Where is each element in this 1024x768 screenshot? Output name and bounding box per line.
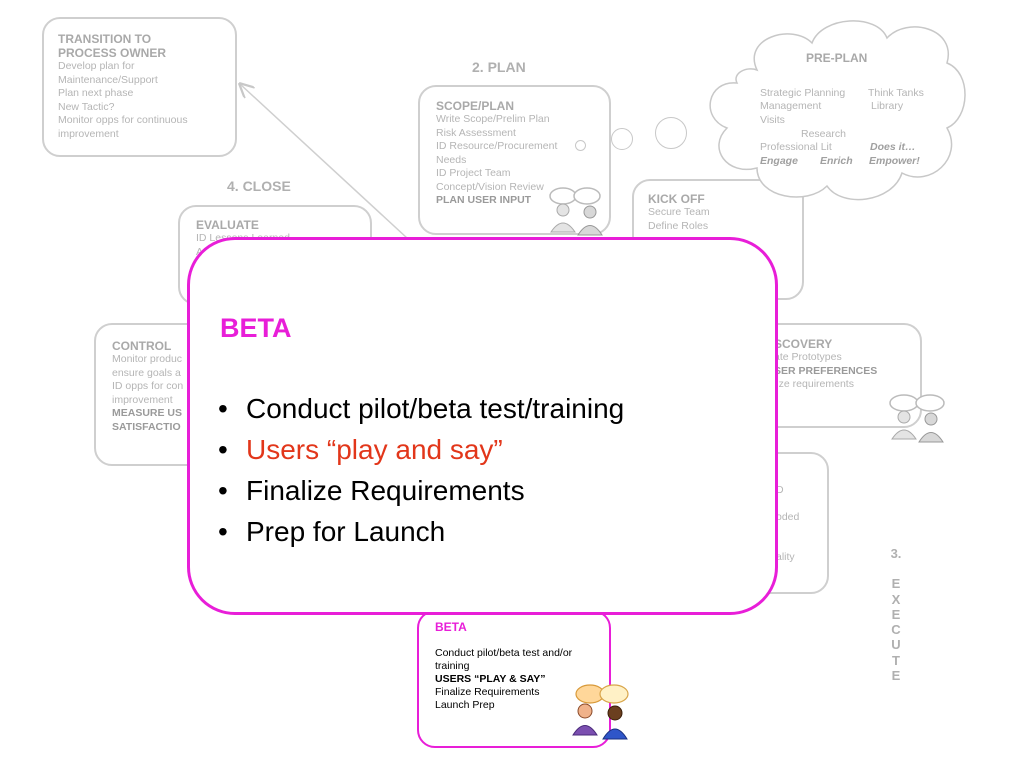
users-icon (549, 187, 603, 236)
execute-letter: E (891, 606, 901, 622)
popup-title: BETA (220, 313, 292, 343)
scope-plan-item: ID Resource/Procurement (436, 140, 558, 152)
build-item: D (776, 484, 784, 496)
transition-item: improvement (58, 127, 119, 140)
pre-plan-title: PRE-PLAN (806, 51, 868, 65)
control-emphasis: MEASURE US (112, 407, 183, 419)
users-icon (889, 394, 945, 443)
thought-bubble-large (655, 117, 687, 149)
pre-plan-item: Professional Lit (760, 141, 832, 153)
transition-title-2: PROCESS OWNER (58, 46, 167, 60)
phase-label-close: 4. CLOSE (227, 178, 291, 194)
beta-card-title: BETA (435, 620, 467, 634)
control-title: CONTROL (112, 339, 172, 353)
execute-letter: E (891, 576, 901, 592)
execute-letter: U (891, 637, 901, 653)
popup-bullet-highlight: •Users “play and say” (218, 434, 503, 465)
kick-off-item: Define Roles (648, 219, 709, 232)
execute-letter: X (891, 591, 901, 607)
thought-bubble-medium (611, 128, 633, 150)
pre-plan-tagline: Enrich (820, 155, 853, 167)
arrow-to-transition (240, 84, 421, 251)
popup-bullet: •Finalize Requirements (218, 475, 525, 506)
popup-bullet: •Conduct pilot/beta test/training (218, 393, 625, 424)
phase-label-execute: 3. E X E C U T E (884, 546, 908, 683)
pre-plan-item: Strategic Planning (760, 87, 846, 99)
evaluate-title: EVALUATE (196, 218, 259, 232)
beta-popup: BETA •Conduct pilot/beta test/training •… (187, 237, 778, 615)
phase-label-plan: 2. PLAN (472, 59, 526, 75)
pre-plan-item: Visits (760, 114, 785, 126)
discovery-emphasis: SER PREFERENCES (774, 364, 878, 377)
control-item: ensure goals a (112, 366, 181, 379)
control-item: Monitor produc (112, 353, 183, 365)
control-item: ID opps for con (112, 380, 184, 392)
popup-bullet-list: •Conduct pilot/beta test/training •Users… (218, 388, 624, 552)
pre-plan-tagline: Empower! (869, 155, 920, 167)
transition-item: Maintenance/Support (58, 73, 158, 86)
kick-off-title: KICK OFF (648, 192, 705, 206)
scope-plan-item: Concept/Vision Review (436, 180, 544, 193)
execute-letter: T (892, 652, 900, 668)
transition-title-1: TRANSITION TO (58, 32, 152, 46)
pre-plan-item: Research (801, 128, 846, 140)
build-item: ality (776, 551, 795, 563)
beta-card[interactable]: BETA Conduct pilot/beta test and/or trai… (417, 610, 611, 748)
scope-plan-item: Needs (436, 153, 467, 166)
discovery-item: lize requirements (774, 378, 854, 390)
transition-box[interactable]: TRANSITION TO PROCESS OWNER Develop plan… (42, 17, 237, 157)
beta-card-item: Launch Prep (435, 699, 495, 711)
pre-plan-item: Library (871, 100, 904, 112)
beta-card-item: Finalize Requirements (435, 686, 540, 698)
kick-off-item: Secure Team (648, 206, 710, 218)
popup-bullet: •Prep for Launch (218, 516, 446, 547)
execute-letter: 3. (890, 546, 902, 561)
beta-card-item: training (435, 660, 470, 672)
discovery-title: SCOVERY (774, 337, 833, 351)
scope-plan-box[interactable]: SCOPE/PLAN Write Scope/Prelim Plan Risk … (418, 85, 611, 235)
thought-bubble-small (575, 140, 586, 151)
pre-plan-cloud (709, 20, 966, 201)
transition-item: New Tactic? (58, 100, 115, 113)
beta-card-emphasis: USERS “PLAY & SAY” (435, 673, 546, 685)
users-talking-icon (572, 684, 629, 740)
discovery-item: ate Prototypes (774, 351, 842, 363)
control-item: improvement (112, 393, 173, 406)
pre-plan-tagline: Engage (760, 155, 798, 167)
build-item: oded (776, 510, 800, 523)
transition-item: Monitor opps for continuous (58, 114, 188, 126)
pre-plan-item: Think Tanks (868, 87, 924, 99)
pre-plan-item: Management (760, 100, 822, 112)
beta-card-item: Conduct pilot/beta test and/or (435, 647, 573, 659)
transition-item: Plan next phase (58, 87, 134, 99)
scope-plan-item: Risk Assessment (436, 126, 516, 139)
scope-plan-item: ID Project Team (436, 167, 511, 179)
transition-item: Develop plan for (58, 60, 135, 72)
scope-plan-item: Write Scope/Prelim Plan (436, 113, 550, 125)
execute-letter: C (891, 622, 901, 638)
pre-plan-does-it: Does it… (870, 141, 916, 153)
scope-plan-emphasis: PLAN USER INPUT (436, 194, 532, 206)
execute-letter: E (891, 668, 901, 684)
scope-plan-title: SCOPE/PLAN (436, 99, 515, 113)
control-emphasis: SATISFACTIO (112, 420, 181, 433)
